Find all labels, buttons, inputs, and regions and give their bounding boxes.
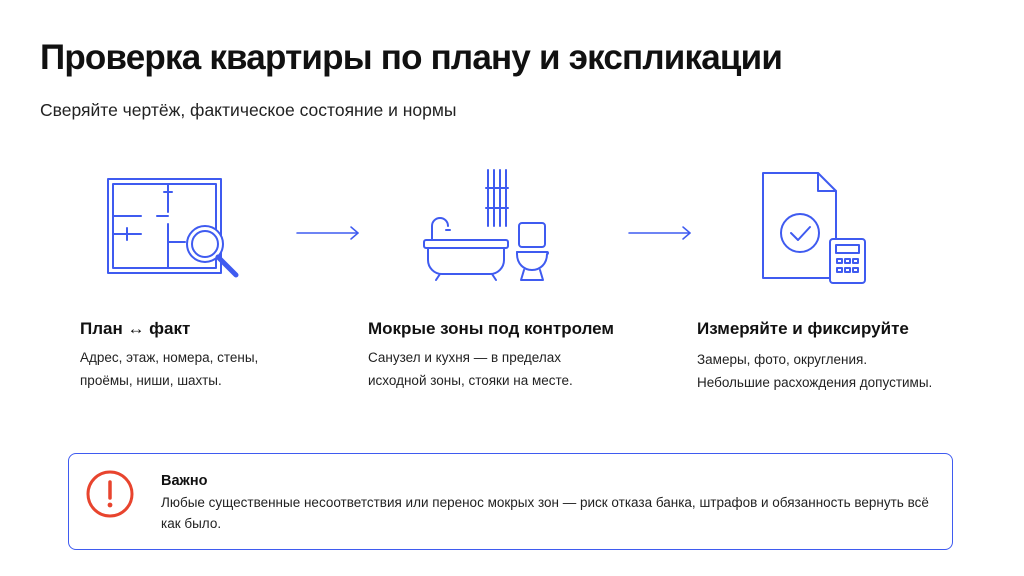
step-description-line: Адрес, этаж, номера, стены, [80, 350, 259, 365]
step-title-wet-zones: Мокрые зоны под контролем [368, 319, 614, 338]
notice-text: Любые существенные несоответствия или пе… [161, 495, 929, 531]
step-description-line: исходной зоны, стояки на месте. [368, 373, 573, 388]
step-description-line: Небольшие расхождения допустимы. [697, 375, 933, 390]
page-title: Проверка квартиры по плану и экспликации [40, 38, 783, 77]
step-description-line: Замеры, фото, округления. [697, 352, 868, 367]
step-title-plan-fact: План ↔ факт [80, 319, 191, 338]
step-title-measure: Измеряйте и фиксируйте [697, 319, 909, 338]
bathroom-fixtures-icon [420, 168, 555, 284]
arrow-right-icon [628, 226, 692, 245]
step-description-line: Санузел и кухня — в пределах [368, 350, 561, 365]
step-description-measure: Замеры, фото, округления. Небольшие расх… [697, 348, 932, 394]
document-calculator-icon [760, 170, 870, 286]
step-description-wet-zones: Санузел и кухня — в пределах исходной зо… [368, 346, 573, 392]
step-description-line: проёмы, ниши, шахты. [80, 373, 222, 388]
step-description-plan-fact: Адрес, этаж, номера, стены, проёмы, ниши… [80, 346, 258, 392]
notice-title: Важно [161, 473, 208, 489]
floor-plan-magnifier-icon [105, 176, 245, 288]
page-subtitle: Сверяйте чертёж, фактическое состояние и… [40, 100, 457, 120]
exclamation-circle-icon [85, 469, 135, 524]
important-notice: Важно Любые существенные несоответствия … [68, 453, 953, 550]
arrow-right-icon [296, 226, 360, 245]
